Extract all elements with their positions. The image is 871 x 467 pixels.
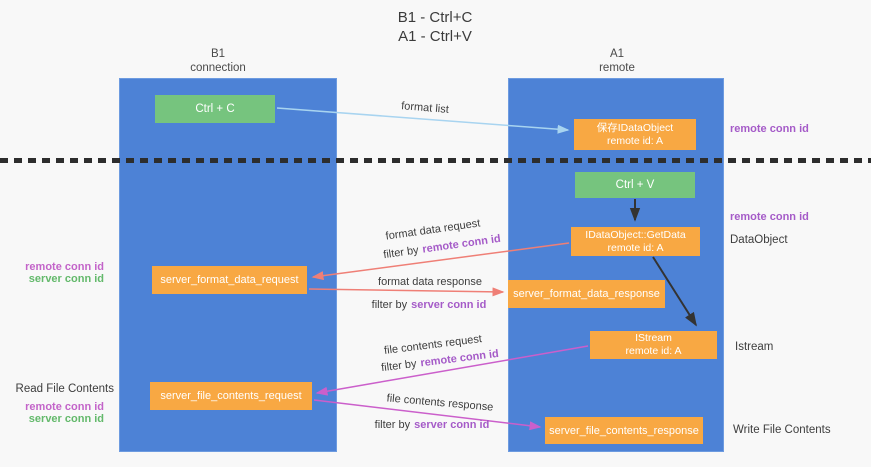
node-server-file-contents-request: server_file_contents_request — [150, 382, 312, 410]
node-ctrl-v: Ctrl + V — [575, 172, 695, 198]
column-a1-sublabel: remote — [599, 62, 635, 74]
label-dataobject: DataObject — [730, 234, 788, 246]
title-line-1: B1 - Ctrl+C — [397, 9, 473, 26]
left-conn-id-block-1: remote conn id server conn id — [8, 261, 104, 285]
node-idataobject-getdata: IDataObject::GetData remote id: A — [571, 227, 700, 256]
label-remote-conn-id-left-1: remote conn id — [25, 261, 104, 273]
node-server-format-data-request: server_format_data_request — [152, 266, 307, 294]
server-conn-id-text: server conn id — [411, 299, 487, 311]
label-istream: Istream — [735, 341, 774, 353]
label-read-file-contents: Read File Contents — [15, 383, 114, 395]
dashed-separator-line — [0, 158, 871, 163]
diagram-title: B1 - Ctrl+C A1 - Ctrl+V — [340, 8, 530, 46]
node-istream-line1: IStream — [635, 332, 672, 344]
column-header-b1: B1 connection — [118, 47, 318, 75]
node-server-format-data-response: server_format_data_response — [508, 280, 665, 308]
node-getdata-line2: remote id: A — [607, 241, 664, 254]
label-format-list: format list — [400, 100, 450, 116]
label-server-conn-id-left-1: server conn id — [28, 273, 104, 285]
remote-conn-id-text: remote conn id — [421, 232, 502, 256]
arrow-format-data-response — [308, 287, 505, 297]
node-save-idataobject-line1: 保存IDataObject — [596, 121, 674, 134]
label-file-contents-response: file contents response — [386, 392, 494, 414]
server-conn-id-text: server conn id — [414, 419, 490, 431]
node-istream: IStream remote id: A — [590, 331, 717, 359]
title-line-2: A1 - Ctrl+V — [398, 28, 472, 45]
label-remote-conn-id-right-2: remote conn id — [730, 211, 809, 223]
label-remote-conn-id-right-1: remote conn id — [730, 123, 809, 135]
filter-by-text: filter by — [382, 244, 420, 262]
left-conn-id-block-2: remote conn id server conn id — [8, 401, 104, 425]
filter-by-text: filter by — [380, 357, 418, 375]
label-format-data-response: format data response — [378, 276, 482, 288]
column-b1-label: B1 — [210, 48, 226, 60]
filter-by-text: filter by — [374, 419, 411, 431]
node-save-idataobject-line2: remote id: A — [606, 134, 664, 147]
label-server-conn-id-left-2: server conn id — [28, 413, 104, 425]
label-write-file-contents: Write File Contents — [733, 424, 831, 436]
filter-by-text: filter by — [371, 299, 408, 311]
node-ctrl-c: Ctrl + C — [155, 95, 275, 123]
node-server-file-contents-response: server_file_contents_response — [545, 417, 703, 444]
node-save-idataobject: 保存IDataObject remote id: A — [574, 119, 696, 150]
column-b1-sublabel: connection — [190, 62, 246, 74]
column-a1-label: A1 — [609, 48, 625, 60]
label-remote-conn-id-left-2: remote conn id — [25, 401, 104, 413]
column-header-a1: A1 remote — [517, 47, 717, 75]
node-istream-line2: remote id: A — [625, 345, 682, 357]
node-getdata-line1: IDataObject::GetData — [585, 228, 686, 241]
